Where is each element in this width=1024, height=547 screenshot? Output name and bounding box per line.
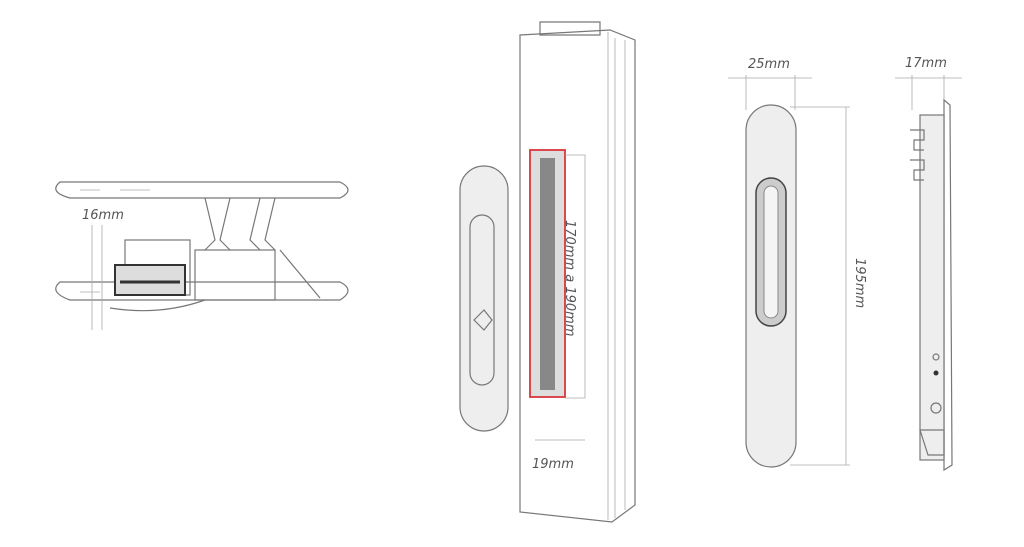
side-view: 17mm bbox=[895, 56, 962, 472]
front-view: 25mm 195mm bbox=[728, 57, 867, 468]
cutout-length-label: 170mm a 190mm bbox=[562, 220, 577, 337]
cutout-width-label: 19mm bbox=[532, 457, 574, 472]
perspective-view: 170mm a 190mm 19mm bbox=[459, 21, 636, 523]
handle-width-label: 25mm bbox=[748, 57, 790, 72]
section-width-label: 16mm bbox=[82, 208, 124, 223]
handle-depth-label: 17mm bbox=[905, 56, 947, 71]
handle-length-label: 195mm bbox=[852, 258, 867, 308]
profile-cross-section: 16mm bbox=[55, 181, 349, 330]
